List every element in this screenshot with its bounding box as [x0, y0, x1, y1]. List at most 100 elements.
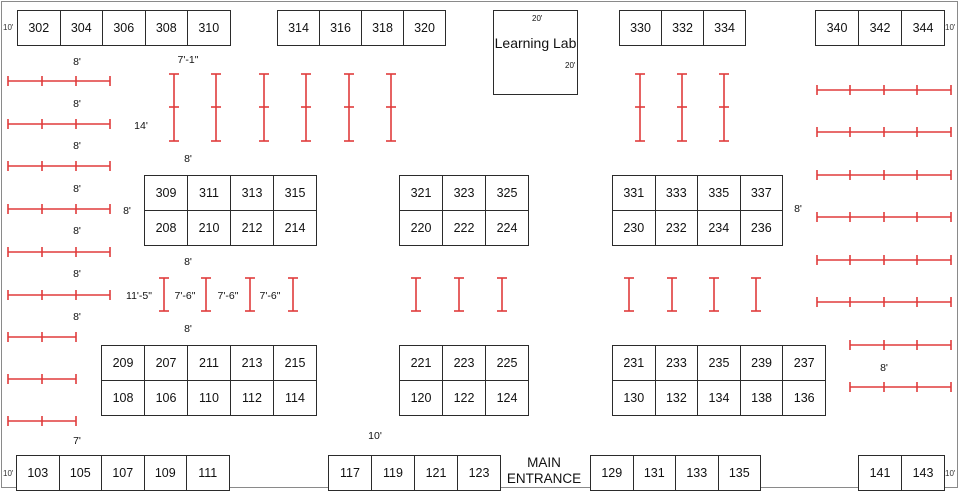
- booth[interactable]: 239: [739, 345, 784, 381]
- booth[interactable]: 334: [703, 10, 746, 46]
- booth[interactable]: 315: [273, 175, 317, 211]
- dimension-label: 8': [184, 322, 192, 335]
- booth[interactable]: 237: [782, 345, 826, 381]
- booth[interactable]: 105: [58, 455, 102, 491]
- booth[interactable]: 107: [101, 455, 145, 491]
- booth[interactable]: 316: [319, 10, 362, 46]
- booth[interactable]: 109: [143, 455, 187, 491]
- booth[interactable]: 236: [739, 210, 783, 246]
- dimension-label: 8': [184, 152, 192, 165]
- booth[interactable]: 103: [16, 455, 60, 491]
- dimension-label: 7'-6": [174, 289, 196, 302]
- edge-label: 10': [3, 23, 14, 32]
- dimension-label: 8': [73, 55, 81, 68]
- booth[interactable]: 308: [144, 10, 188, 46]
- booth[interactable]: 214: [273, 210, 317, 246]
- booth[interactable]: 131: [632, 455, 676, 491]
- dimension-label: 8': [73, 139, 81, 152]
- booth[interactable]: 231: [612, 345, 656, 381]
- booth[interactable]: 230: [612, 210, 656, 246]
- booth[interactable]: 211: [187, 345, 231, 381]
- booth[interactable]: 233: [654, 345, 699, 381]
- booth[interactable]: 111: [186, 455, 230, 491]
- booth[interactable]: 133: [675, 455, 719, 491]
- booth[interactable]: 121: [414, 455, 458, 491]
- learning-lab-dim-side: 20': [565, 61, 576, 70]
- booth[interactable]: 335: [697, 175, 741, 211]
- booth[interactable]: 134: [697, 380, 741, 416]
- dimension-label: 8': [73, 97, 81, 110]
- dimension-label: 8': [184, 255, 192, 268]
- booth[interactable]: 213: [230, 345, 274, 381]
- booth[interactable]: 135: [717, 455, 761, 491]
- booth[interactable]: 311: [187, 175, 231, 211]
- booth[interactable]: 222: [442, 210, 486, 246]
- dimension-label: 8': [794, 202, 802, 215]
- booth[interactable]: 120: [399, 380, 443, 416]
- booth[interactable]: 141: [858, 455, 902, 491]
- booth[interactable]: 221: [399, 345, 443, 381]
- learning-lab-name: Learning Lab: [494, 35, 577, 51]
- booth[interactable]: 138: [739, 380, 784, 416]
- booth[interactable]: 122: [442, 380, 486, 416]
- booth[interactable]: 208: [144, 210, 188, 246]
- booth[interactable]: 212: [230, 210, 274, 246]
- booth[interactable]: 323: [442, 175, 486, 211]
- booth[interactable]: 325: [485, 175, 529, 211]
- booth[interactable]: 225: [485, 345, 529, 381]
- booth[interactable]: 215: [273, 345, 317, 381]
- dimension-label: 8': [73, 224, 81, 237]
- booth[interactable]: 340: [815, 10, 859, 46]
- booth[interactable]: 130: [612, 380, 656, 416]
- learning-lab[interactable]: 20' 20' Learning Lab: [493, 10, 578, 95]
- booth[interactable]: 320: [403, 10, 446, 46]
- main-entrance-label: MAIN ENTRANCE: [506, 455, 582, 486]
- dimension-label: 7'-6": [259, 289, 281, 302]
- booth[interactable]: 310: [187, 10, 231, 46]
- booth[interactable]: 333: [654, 175, 698, 211]
- booth[interactable]: 123: [457, 455, 501, 491]
- booth[interactable]: 332: [661, 10, 704, 46]
- booth[interactable]: 342: [858, 10, 902, 46]
- booth[interactable]: 337: [739, 175, 783, 211]
- booth[interactable]: 234: [697, 210, 741, 246]
- booth[interactable]: 304: [59, 10, 103, 46]
- booth[interactable]: 209: [101, 345, 145, 381]
- booth[interactable]: 117: [328, 455, 372, 491]
- dimension-label: 8': [123, 204, 131, 217]
- booth[interactable]: 313: [230, 175, 274, 211]
- booth[interactable]: 232: [654, 210, 698, 246]
- dimension-label: 8': [73, 310, 81, 323]
- booth[interactable]: 314: [277, 10, 320, 46]
- booth[interactable]: 330: [619, 10, 662, 46]
- booth[interactable]: 132: [654, 380, 699, 416]
- booth[interactable]: 110: [187, 380, 231, 416]
- booth[interactable]: 136: [782, 380, 826, 416]
- booth[interactable]: 235: [697, 345, 741, 381]
- booth[interactable]: 124: [485, 380, 529, 416]
- booth[interactable]: 321: [399, 175, 443, 211]
- booth[interactable]: 210: [187, 210, 231, 246]
- booth[interactable]: 331: [612, 175, 656, 211]
- booth[interactable]: 129: [590, 455, 634, 491]
- booth[interactable]: 119: [371, 455, 415, 491]
- edge-label: 10': [945, 469, 956, 478]
- booth[interactable]: 306: [102, 10, 146, 46]
- booth[interactable]: 220: [399, 210, 443, 246]
- booth[interactable]: 302: [17, 10, 61, 46]
- booth[interactable]: 223: [442, 345, 486, 381]
- edge-label: 10': [945, 23, 956, 32]
- booth[interactable]: 112: [230, 380, 274, 416]
- booth[interactable]: 106: [144, 380, 188, 416]
- dimension-label: 10': [368, 429, 382, 442]
- booth[interactable]: 207: [144, 345, 188, 381]
- booth[interactable]: 318: [361, 10, 404, 46]
- booth[interactable]: 108: [101, 380, 145, 416]
- booth[interactable]: 143: [901, 455, 945, 491]
- booth[interactable]: 344: [901, 10, 945, 46]
- booth[interactable]: 114: [273, 380, 317, 416]
- dimension-label: 7'-1": [177, 53, 199, 66]
- booth[interactable]: 224: [485, 210, 529, 246]
- booth[interactable]: 309: [144, 175, 188, 211]
